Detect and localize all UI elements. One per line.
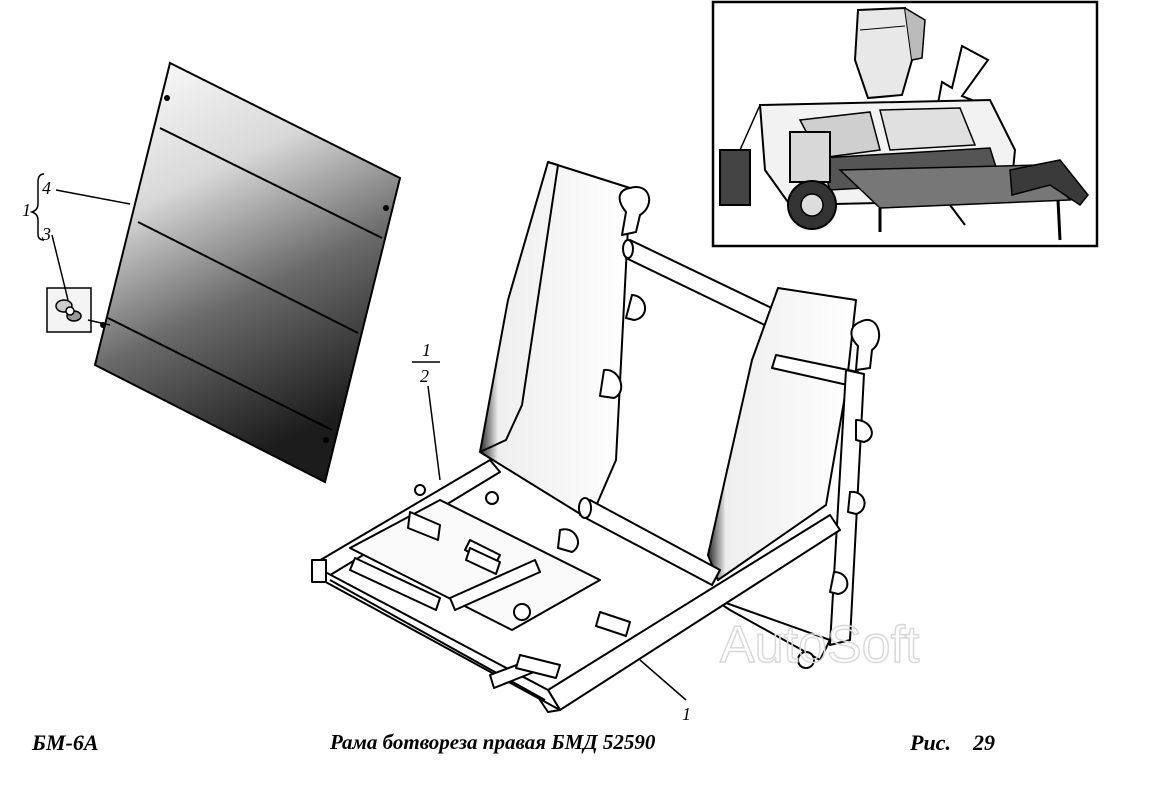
- machine-inset: [711, 0, 1099, 248]
- leader-lines: [29, 173, 687, 701]
- callout-fraction-denominator: 2: [420, 366, 429, 386]
- model-label: БМ-6А: [32, 730, 99, 755]
- figure-num: 29: [972, 730, 995, 755]
- figure-title: Рама ботвореза правая БМД 52590: [330, 730, 656, 754]
- watermark: AutoSoft: [720, 616, 920, 674]
- callout-nut-3: 3: [41, 224, 51, 244]
- wing-nut: [46, 287, 111, 333]
- callout-group-1: 1: [22, 200, 31, 220]
- figure-number: Рис. 29: [910, 730, 995, 756]
- figure-label: Рис.: [910, 730, 951, 755]
- callout-frame-1: 1: [682, 704, 691, 724]
- callout-panel-4: 4: [42, 178, 51, 198]
- frame-assembly: [311, 161, 881, 713]
- callout-fraction-numerator: 1: [422, 340, 431, 360]
- cover-panel: [93, 61, 402, 484]
